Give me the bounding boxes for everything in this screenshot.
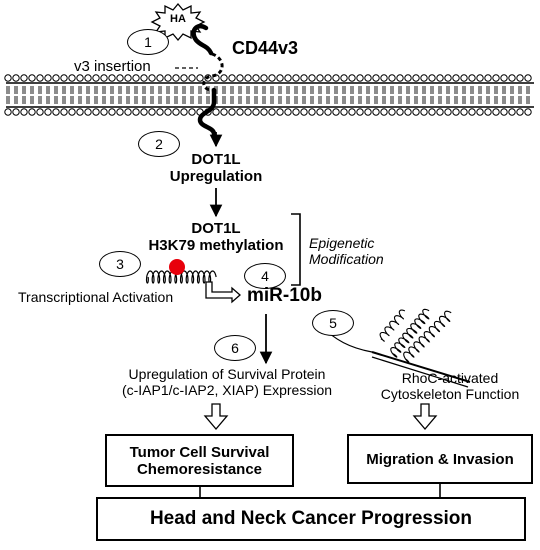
dot1l-up-line2: Upregulation (169, 168, 263, 186)
rhoc-line2: Cytoskeleton Function (380, 386, 520, 403)
survival-protein-line1: Upregulation of Survival Protein (128, 366, 326, 382)
tumor-survival-box: Tumor Cell Survival Chemoresistance (105, 434, 294, 487)
survival-protein-label: Upregulation of Survival Protein (c-IAP1… (97, 366, 357, 398)
dot1l-up-line1: DOT1L (191, 151, 241, 168)
step-2-badge: 2 (138, 131, 180, 157)
epigenetic-modification-label: Epigenetic Modification (309, 235, 384, 267)
epigenetic-bracket (291, 213, 301, 286)
cancer-progression-box: Head and Neck Cancer Progression (96, 497, 526, 541)
step-3-badge: 3 (99, 251, 141, 277)
cd44v3-receptor-icon (191, 23, 224, 143)
transcriptional-activation-label: Transcriptional Activation (18, 289, 174, 305)
hollow-down-arrow-right (412, 403, 438, 431)
mir10b-label: miR-10b (247, 285, 322, 306)
dot1l-meth-line1: DOT1L (191, 220, 241, 237)
rhoc-line1: RhoC-activated (401, 370, 499, 386)
survival-protein-line2: (c-IAP1/c-IAP2, XIAP) Expression (121, 382, 333, 399)
dna-helix-icon (145, 259, 217, 284)
epigenetic-line2: Modification (309, 251, 384, 268)
v3-insertion-label: v3 insertion (74, 58, 151, 75)
step-4-badge: 4 (244, 263, 286, 289)
cytoskeleton-icon (319, 308, 471, 388)
cd44v3-label: CD44v3 (232, 38, 299, 58)
dot1l-methylation-label: DOT1L H3K79 methylation (126, 220, 306, 255)
dot1l-meth-line2: H3K79 methylation (148, 237, 284, 255)
ha-label: HA (170, 13, 186, 25)
transcription-hollow-arrow (205, 281, 241, 304)
methylation-mark-icon (169, 259, 185, 275)
dot1l-upregulation-label: DOT1L Upregulation (156, 151, 276, 186)
step-1-badge: 1 (127, 29, 169, 55)
lipid-heads (4, 74, 532, 116)
epigenetic-line1: Epigenetic (309, 235, 375, 251)
tumor-survival-line1: Tumor Cell Survival (129, 443, 270, 461)
rhoc-label: RhoC-activated Cytoskeleton Function (360, 370, 540, 402)
cell-membrane (4, 74, 534, 116)
step-6-badge: 6 (214, 335, 256, 361)
ha-starburst-icon (150, 2, 206, 42)
tumor-survival-line2: Chemoresistance (136, 460, 263, 478)
migration-invasion-box: Migration & Invasion (347, 434, 533, 484)
step-5-badge: 5 (312, 310, 354, 336)
hollow-down-arrow-left (203, 403, 229, 431)
